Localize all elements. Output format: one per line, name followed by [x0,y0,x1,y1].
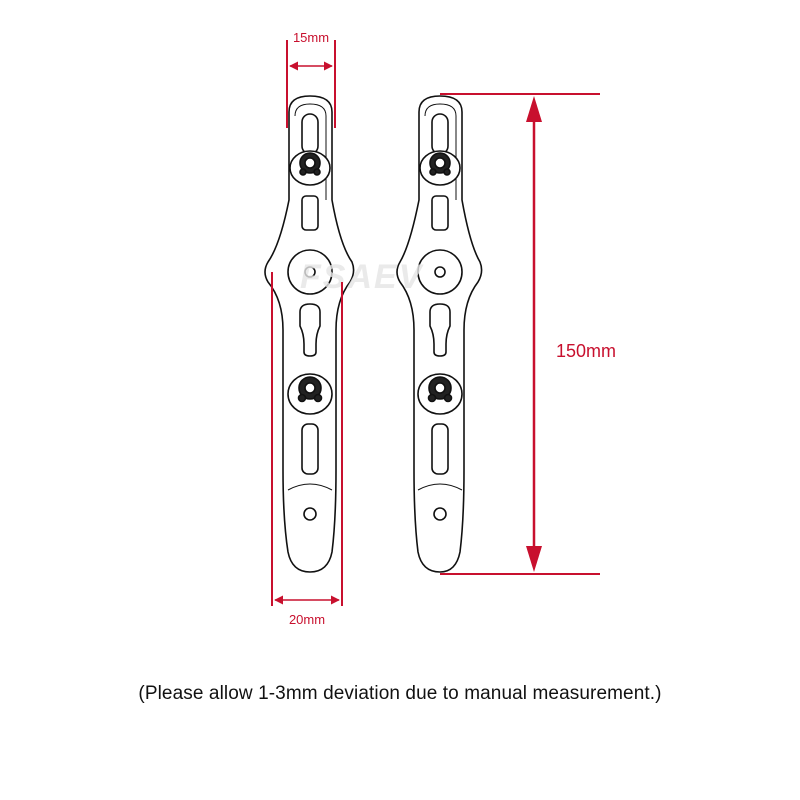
dim-bottom-width [271,272,343,606]
left-bracket [264,95,355,573]
right-lower-screw [417,373,463,415]
right-bottom-hole [433,507,447,521]
measurement-note: (Please allow 1-3mm deviation due to man… [138,683,662,704]
right-mid-slot-1 [431,195,449,231]
left-lower-slot [301,423,319,475]
right-lower-slot [431,423,449,475]
left-bottom-hole [303,507,317,521]
right-top-slot [431,113,449,155]
left-top-slot [301,113,319,155]
watermark-logo: FSAEV [300,258,425,296]
left-upper-screw [289,150,331,186]
dim-length-label: 150mm [556,341,616,361]
left-lower-screw [287,373,333,415]
dim-bottom-width-label: 20mm [289,612,325,627]
left-mid-slot-1 [301,195,319,231]
right-keyhole-slot [429,303,451,357]
right-bracket [396,95,483,573]
left-keyhole-slot [299,303,321,357]
dim-top-width [286,40,336,128]
dim-top-width-label: 15mm [293,30,329,45]
right-upper-screw [419,150,461,186]
dim-length [440,93,600,575]
